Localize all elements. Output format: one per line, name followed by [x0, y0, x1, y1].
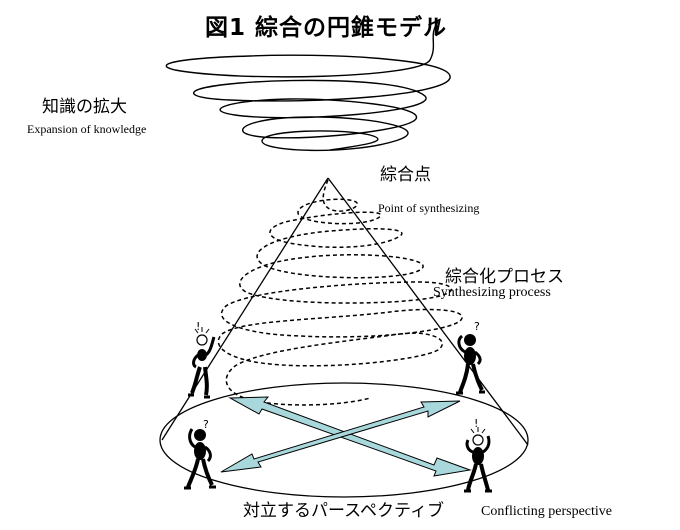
diagram-title: 図1 綜合の円錐モデル	[205, 15, 448, 41]
idea-mark-lower-right: !	[474, 417, 478, 430]
label-knowledge-expansion-jp: 知識の拡大	[42, 97, 127, 117]
question-mark-lower-left: ?	[203, 418, 209, 431]
label-conflicting-perspective-en: Conflicting perspective	[481, 504, 613, 519]
question-mark-upper-right: ?	[474, 320, 480, 333]
person-figure-upper-right	[456, 334, 485, 395]
label-knowledge-expansion-en: Expansion of knowledge	[27, 122, 147, 136]
label-conflicting-perspective-jp: 対立するパースペクティブ	[243, 501, 444, 521]
person-figure-upper-left	[188, 327, 216, 399]
arrow-left-to-right	[228, 396, 472, 477]
label-synthesizing-point-en: Point of synthesizing	[378, 201, 480, 215]
label-synthesizing-process-jp: 綜合化プロセス	[445, 267, 564, 287]
person-figure-lower-right	[464, 427, 492, 493]
label-synthesizing-process-en: Synthesizing process	[433, 285, 551, 300]
synthesizing-spiral	[217, 179, 463, 406]
knowledge-spiral	[165, 22, 451, 152]
person-figure-lower-left	[184, 428, 216, 490]
idea-mark-upper-left: !	[196, 320, 200, 333]
label-synthesizing-point-jp: 綜合点	[380, 165, 431, 185]
arrow-right-to-left	[220, 400, 461, 473]
